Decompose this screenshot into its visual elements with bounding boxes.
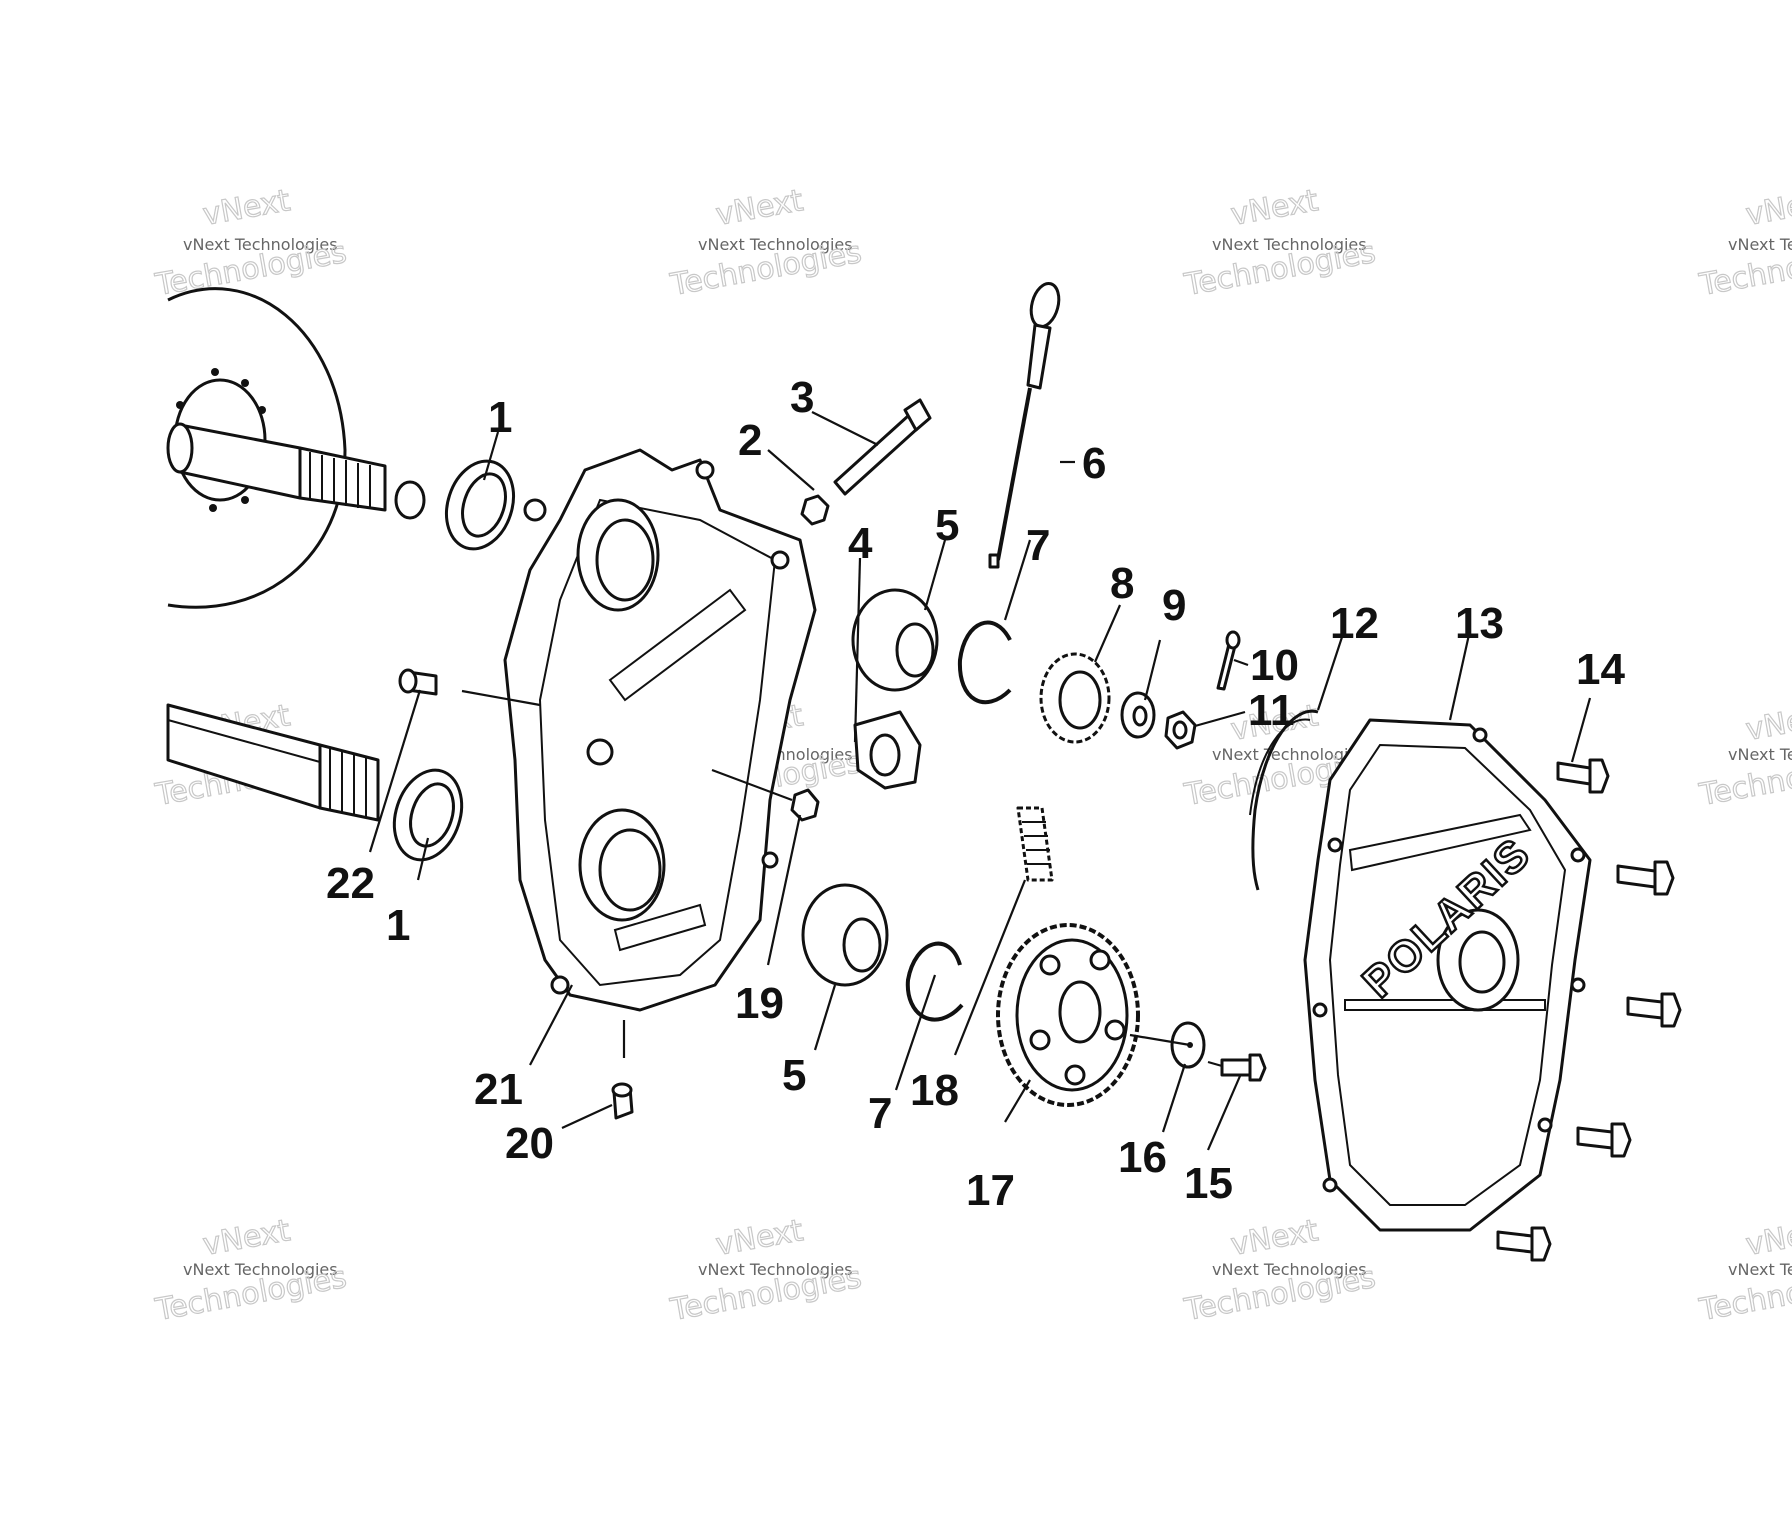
watermark: vNext vNext Technologies Technologies: [152, 183, 350, 304]
svg-text:vNext: vNext: [713, 1213, 806, 1263]
bearing-lower: [801, 883, 889, 987]
pivot-bolt: [833, 398, 932, 496]
tensioner-nut: [790, 788, 820, 822]
svg-text:vNext Technologies: vNext Technologies: [1728, 235, 1792, 254]
svg-text:vNext: vNext: [1743, 1213, 1792, 1263]
bearing-upper: [851, 588, 939, 692]
callout-16: 16: [1118, 1133, 1167, 1182]
thrust-washer: [1120, 691, 1156, 739]
callout-5: 5: [782, 1051, 806, 1100]
upper-shaft: [166, 422, 426, 520]
cover-bolt: [1616, 860, 1675, 896]
watermark: vNext vNext Technologies Technologies: [1696, 698, 1792, 814]
watermark: vNext vNext Technologies Technologies: [1181, 183, 1379, 304]
callout-19: 19: [735, 979, 784, 1028]
svg-text:vNext: vNext: [200, 183, 293, 233]
callout-14: 14: [1576, 645, 1625, 694]
callout-3: 3: [790, 373, 814, 422]
cover-bolts: [1496, 758, 1682, 1262]
callout-1: 1: [488, 393, 512, 442]
svg-text:vNext: vNext: [713, 183, 806, 233]
oil-seal-upper: [445, 459, 515, 551]
svg-text:vNext Technologies: vNext Technologies: [1212, 235, 1367, 254]
callout-6: 6: [1082, 439, 1106, 488]
svg-text:vNext: vNext: [1743, 183, 1792, 233]
chain-tensioner: [853, 710, 922, 790]
lower-shaft: [166, 703, 380, 822]
svg-text:vNext Technologies: vNext Technologies: [183, 1260, 338, 1279]
dipstick: [988, 281, 1061, 569]
watermark: vNext vNext Technologies Technologies: [667, 1213, 865, 1329]
svg-text:vNext Technologies: vNext Technologies: [183, 235, 338, 254]
callout-17: 17: [966, 1166, 1015, 1215]
cover-bolt: [1626, 992, 1682, 1028]
svg-text:vNext Technologies: vNext Technologies: [698, 235, 853, 254]
callout-20: 20: [505, 1119, 554, 1168]
callout-15: 15: [1184, 1159, 1233, 1208]
callout-1: 1: [386, 901, 410, 950]
svg-text:vNext Technologies: vNext Technologies: [1728, 1260, 1792, 1279]
watermark: vNext vNext Technologies Technologies: [152, 1213, 350, 1329]
callout-2: 2: [738, 416, 762, 465]
callout-11: 11: [1248, 686, 1295, 735]
chaincase-housing: [503, 448, 817, 1012]
drain-plug: [611, 1082, 634, 1120]
hex-nut-small: [800, 494, 830, 526]
drive-chain: [1016, 806, 1054, 882]
cover-gasket: [1249, 709, 1319, 891]
svg-text:vNext Technologies: vNext Technologies: [1728, 745, 1792, 764]
svg-text:vNext: vNext: [200, 1213, 293, 1263]
svg-text:vNext: vNext: [1228, 1213, 1321, 1263]
svg-text:vNext Technologies: vNext Technologies: [1212, 1260, 1367, 1279]
watermark: vNext vNext Technologies Technologies: [1181, 1213, 1379, 1329]
cotter-pin: [1216, 630, 1241, 691]
watermark: vNext vNext Technologies Technologies: [1696, 1213, 1792, 1329]
callout-13: 13: [1455, 599, 1504, 648]
callout-12: 12: [1330, 599, 1379, 648]
watermark: vNext vNext Technologies Technologies: [1696, 183, 1792, 304]
callout-21: 21: [474, 1065, 523, 1114]
drive-sprocket: [1039, 652, 1111, 744]
callout-18: 18: [910, 1066, 959, 1115]
callout-8: 8: [1110, 559, 1134, 608]
svg-text:vNext Technologies: vNext Technologies: [1212, 745, 1367, 764]
callout-7: 7: [1026, 521, 1050, 570]
callout-22: 22: [326, 859, 375, 908]
leader-lines: [368, 411, 1592, 1151]
sprocket-bolt: [1220, 1053, 1267, 1082]
watermark: vNext vNext Technologies Technologies: [667, 183, 865, 304]
svg-text:vNext Technologies: vNext Technologies: [698, 1260, 853, 1279]
cover-bolt: [1556, 758, 1610, 794]
callout-9: 9: [1162, 581, 1186, 630]
callout-7: 7: [868, 1089, 892, 1138]
oil-seal-lower: [392, 768, 464, 862]
watermark-group: vNext vNext Technologies Technologies vN…: [152, 183, 1792, 1329]
cover-bolt: [1496, 1226, 1552, 1262]
cover-bolt: [1576, 1122, 1632, 1158]
callout-10: 10: [1250, 641, 1299, 690]
svg-text:vNext: vNext: [1743, 698, 1792, 748]
driven-sprocket: [996, 923, 1140, 1107]
castle-nut: [1164, 710, 1197, 750]
chaincase-cover: POLARIS: [1303, 718, 1592, 1232]
callouts: 1 1 2 3 4 5 5 6 7 7 8 9 10 11 12 13 14 1…: [326, 373, 1625, 1215]
snap-ring-upper: [957, 620, 1012, 705]
callout-5: 5: [935, 501, 959, 550]
svg-text:vNext: vNext: [1228, 183, 1321, 233]
callout-4: 4: [848, 519, 873, 568]
snap-ring-lower: [905, 941, 964, 1022]
dowel-pin: [398, 668, 438, 696]
